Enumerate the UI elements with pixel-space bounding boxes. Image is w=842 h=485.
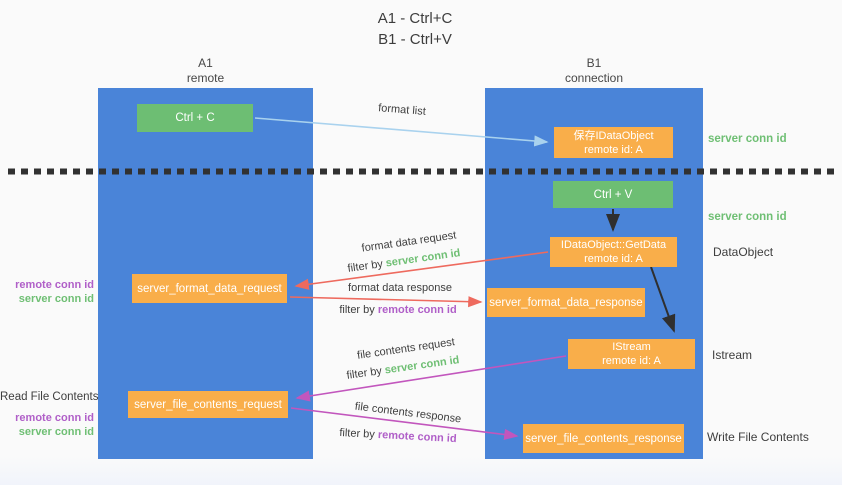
getdata-line1: IDataObject::GetData xyxy=(560,239,667,251)
left-column-header: A1 remote xyxy=(98,56,313,86)
server-file-contents-request-label: server_file_contents_request xyxy=(134,398,282,411)
dataobject-label: DataObject xyxy=(713,245,774,259)
save-dataobject-line2: remote id: A xyxy=(584,143,643,156)
right-column-header: B1 connection xyxy=(485,56,703,86)
server-conn-id-mid-label: server conn id xyxy=(708,211,787,223)
format-server-conn-id-label: server conn id xyxy=(18,293,94,305)
file-remote-conn-id-label: remote conn id xyxy=(15,412,94,424)
server-format-data-response-label: server_format_data_response xyxy=(489,296,643,309)
ctrl-v-node: Ctrl + V xyxy=(553,181,673,208)
server-file-contents-response-label: server_file_contents_response xyxy=(525,432,682,445)
format-remote-conn-id-label: remote conn id xyxy=(15,279,94,291)
server-file-contents-request-node: server_file_contents_request xyxy=(128,391,288,418)
ctrl-c-label: Ctrl + C xyxy=(175,112,215,124)
server-format-data-request-label: server_format_data_request xyxy=(137,282,282,295)
ctrl-v-label: Ctrl + V xyxy=(593,188,633,201)
title-line-2: B1 - Ctrl+V xyxy=(378,31,452,48)
getdata-node: IDataObject::GetData remote id: A xyxy=(550,237,677,267)
server-conn-id-top-label: server conn id xyxy=(708,133,787,145)
left-column-subtitle: remote xyxy=(186,71,225,85)
right-column-subtitle: connection xyxy=(564,71,624,85)
save-dataobject-line1: 保存IDataObject xyxy=(573,129,654,142)
server-file-contents-response-node: server_file_contents_response xyxy=(523,424,684,453)
format-data-response-filter-label: filter by remote conn id xyxy=(318,304,478,316)
istream-node: IStream remote id: A xyxy=(568,339,695,369)
format-list-arrow xyxy=(254,117,549,147)
server-format-data-request-node: server_format_data_request xyxy=(132,274,287,303)
file-contents-request-arrow xyxy=(295,355,567,402)
left-column-name: A1 xyxy=(198,56,213,70)
file-server-conn-id-label: server conn id xyxy=(18,426,94,438)
format-data-response-arrow xyxy=(289,296,483,308)
filter-by-prefix: filter by xyxy=(339,426,379,441)
file-contents-response-arrow xyxy=(290,407,519,440)
format-data-response-arrow-label: format data response xyxy=(348,282,452,294)
getdata-to-istream-arrow xyxy=(650,266,676,333)
format-data-request-arrow xyxy=(294,251,549,290)
filter-by-prefix: filter by xyxy=(339,304,378,316)
ctrl-c-node: Ctrl + C xyxy=(137,104,253,132)
title-line-1: A1 - Ctrl+C xyxy=(377,10,453,27)
remote-conn-id-filter-value: remote conn id xyxy=(377,304,457,316)
getdata-line2: remote id: A xyxy=(584,253,643,265)
server-format-data-response-node: server_format_data_response xyxy=(487,288,645,317)
istream-line1: IStream xyxy=(612,341,651,353)
read-file-contents-label: Read File Contents xyxy=(0,391,99,403)
istream-line2: remote id: A xyxy=(602,355,661,367)
save-dataobject-node: 保存IDataObject remote id: A xyxy=(554,127,673,158)
diagram-title: A1 - Ctrl+C B1 - Ctrl+V xyxy=(300,8,530,50)
istream-side-label: Istream xyxy=(712,348,753,362)
write-file-contents-label: Write File Contents xyxy=(707,430,809,444)
right-column-name: B1 xyxy=(586,56,602,70)
